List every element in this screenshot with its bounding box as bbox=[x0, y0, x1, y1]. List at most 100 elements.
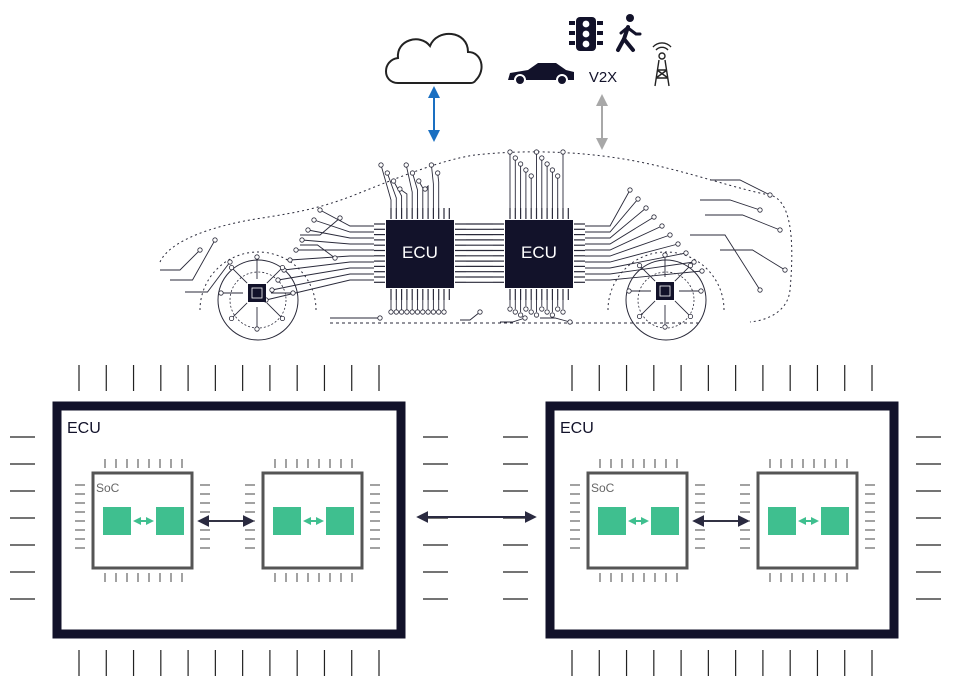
circuit-trace bbox=[319, 209, 374, 227]
circuit-node bbox=[218, 290, 224, 296]
circuit-trace bbox=[185, 261, 231, 293]
circuit-node bbox=[414, 309, 421, 315]
circuit-node bbox=[512, 155, 518, 161]
circuit-trace bbox=[674, 300, 691, 317]
circuit-node bbox=[675, 241, 681, 247]
circuit-node bbox=[212, 237, 218, 243]
circuit-trace bbox=[705, 214, 781, 231]
circuit-node bbox=[757, 207, 763, 213]
circuit-node bbox=[404, 309, 410, 315]
circuit-node bbox=[332, 255, 338, 261]
circuit-node bbox=[533, 312, 540, 318]
car-ecu-label: ECU bbox=[521, 243, 557, 262]
circuit-node bbox=[269, 287, 275, 293]
car-ecu-chip: ECU bbox=[386, 220, 454, 288]
circuit-trace bbox=[585, 216, 655, 245]
circuit-node bbox=[567, 319, 573, 325]
circuit-node bbox=[228, 264, 235, 271]
circuit-node bbox=[197, 247, 203, 253]
soc-label: SoC bbox=[96, 481, 120, 495]
core-block bbox=[651, 507, 679, 535]
circuit-node bbox=[430, 309, 436, 315]
circuit-node bbox=[305, 227, 311, 233]
circuit-node bbox=[539, 155, 545, 161]
circuit-node bbox=[227, 259, 233, 265]
circuit-node bbox=[782, 267, 788, 273]
circuit-node bbox=[667, 232, 673, 238]
pedestrian-icon bbox=[616, 14, 642, 52]
circuit-node bbox=[528, 173, 534, 179]
circuit-node bbox=[311, 217, 317, 223]
circuit-trace bbox=[412, 172, 418, 208]
circuit-node bbox=[698, 288, 704, 294]
circuit-trace bbox=[710, 179, 771, 196]
circuit-node bbox=[544, 161, 550, 167]
core-block bbox=[273, 507, 301, 535]
circuit-trace bbox=[307, 229, 374, 239]
circuit-trace bbox=[720, 249, 786, 271]
circuit-node bbox=[643, 205, 649, 211]
circuit-trace bbox=[460, 311, 481, 321]
traffic-light-icon bbox=[569, 17, 603, 51]
circuit-node bbox=[549, 167, 556, 173]
circuit-node bbox=[517, 161, 524, 167]
circuit-node bbox=[428, 162, 434, 168]
circuit-trace bbox=[585, 234, 671, 257]
circuit-node bbox=[767, 192, 773, 198]
circuit-node bbox=[555, 173, 561, 179]
circuit-node bbox=[378, 162, 384, 168]
circuit-node bbox=[317, 207, 323, 213]
circuit-trace bbox=[418, 180, 424, 208]
circuit-trace bbox=[585, 189, 631, 227]
front-wheel-chip bbox=[248, 284, 266, 302]
circuit-trace bbox=[170, 239, 216, 281]
core-block bbox=[598, 507, 626, 535]
circuit-trace bbox=[289, 255, 374, 261]
circuit-node bbox=[287, 257, 293, 263]
circuit-node bbox=[777, 227, 783, 233]
circuit-node bbox=[512, 309, 518, 315]
circuit-node bbox=[384, 170, 390, 176]
circuit-node bbox=[409, 309, 415, 315]
circuit-node bbox=[254, 254, 260, 260]
circuit-node bbox=[477, 309, 483, 315]
circuit-node bbox=[422, 186, 428, 192]
circuit-node bbox=[757, 287, 763, 293]
circuit-node bbox=[687, 262, 694, 269]
circuit-node bbox=[662, 324, 668, 330]
circuit-trace bbox=[585, 261, 695, 275]
circuit-trace bbox=[585, 198, 639, 233]
soc-chip bbox=[756, 471, 859, 570]
circuit-node bbox=[683, 250, 689, 256]
circuit-node bbox=[517, 312, 524, 318]
circuit-trace bbox=[231, 267, 248, 284]
circuit-node bbox=[409, 170, 416, 176]
circuit-node bbox=[393, 309, 399, 315]
circuit-node bbox=[441, 309, 447, 315]
circuit-node bbox=[507, 306, 513, 312]
circuit-trace bbox=[386, 172, 397, 208]
core-block bbox=[103, 507, 131, 535]
circuit-node bbox=[549, 312, 556, 318]
circuit-node bbox=[626, 288, 632, 294]
circuit-node bbox=[416, 178, 422, 184]
circuit-trace bbox=[430, 164, 434, 208]
circuit-node bbox=[337, 215, 343, 221]
circuit-node bbox=[522, 315, 528, 321]
circuit-node bbox=[436, 309, 442, 315]
car-ecu-chip: ECU bbox=[505, 220, 573, 288]
cloud-icon bbox=[385, 32, 483, 84]
circuit-node bbox=[390, 178, 397, 184]
circuit-node bbox=[435, 170, 441, 176]
circuit-trace bbox=[437, 172, 440, 208]
circuit-node bbox=[228, 315, 235, 322]
circuit-trace bbox=[585, 252, 687, 269]
circuit-trace bbox=[271, 273, 374, 291]
core-block bbox=[768, 507, 796, 535]
core-block bbox=[821, 507, 849, 535]
circuit-trace bbox=[500, 317, 526, 323]
circuit-node bbox=[544, 309, 550, 315]
circuit-trace bbox=[266, 267, 283, 284]
circuit-trace bbox=[393, 180, 403, 208]
circuit-car: ECU ECU bbox=[159, 149, 793, 341]
